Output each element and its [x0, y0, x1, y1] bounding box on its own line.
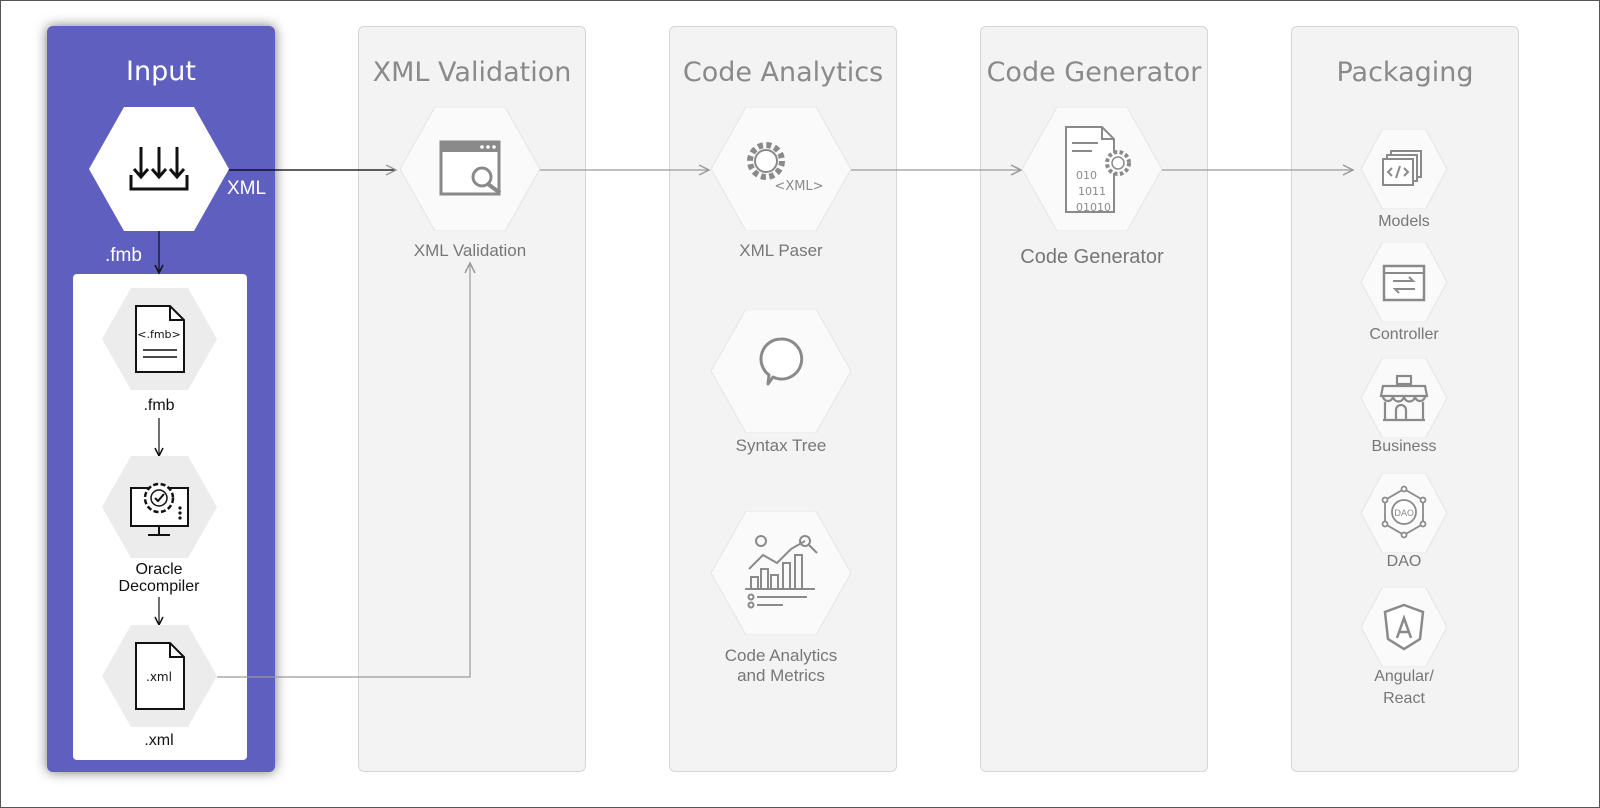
xml-file-icon-text: .xml: [146, 670, 172, 684]
metrics-label: Code Analytics and Metrics: [701, 646, 861, 686]
decompiler-node: [102, 456, 217, 563]
xml-label: .xml: [144, 732, 174, 749]
fmb-file-node: <.fmb>: [102, 288, 217, 395]
lane-title-code-analytics: Code Analytics: [682, 57, 884, 88]
dao-label: DAO: [1386, 553, 1422, 570]
models-label: Models: [1378, 213, 1430, 230]
angular-react-label: Angular/ React: [1344, 666, 1464, 710]
code-file-gear-icon: 010 1011 01010: [1021, 106, 1163, 232]
fmb-file-icon-text: <.fmb>: [137, 328, 181, 341]
business-node: [1360, 357, 1448, 443]
lane-title-xml-validation: XML Validation: [372, 57, 572, 88]
metrics-node: [710, 510, 852, 640]
binary-line1: 010: [1076, 169, 1097, 182]
decompiler-label-line1: Oracle: [135, 561, 183, 578]
monitor-gear-icon: [102, 456, 217, 558]
generator-node: 010 1011 01010: [1021, 106, 1163, 236]
xml-file-icon: .xml: [102, 625, 217, 727]
lane-title-code-generator: Code Generator: [986, 57, 1202, 88]
analytics-chart-icon: [710, 510, 852, 636]
angular-label-line1: Angular/: [1374, 668, 1434, 685]
speech-bubble-icon: [710, 308, 852, 434]
edge-label-fmb: .fmb: [105, 245, 142, 266]
metrics-label-line1: Code Analytics: [724, 646, 838, 665]
download-icon: [89, 107, 229, 231]
syntax-tree-label: Syntax Tree: [735, 436, 827, 455]
decompiler-label-line2: Decompiler: [118, 578, 200, 595]
binary-line2: 1011: [1078, 185, 1106, 198]
dao-icon-text: DAO: [1394, 509, 1414, 519]
edge-label-xml: XML: [227, 178, 267, 199]
angular-shield-icon: [1360, 586, 1448, 668]
generator-node-label: Code Generator: [1020, 246, 1164, 268]
angular-react-node: [1360, 586, 1448, 672]
code-windows-icon: [1360, 128, 1448, 210]
angular-label-line2: React: [1383, 690, 1425, 707]
fmb-label: .fmb: [143, 397, 175, 414]
window-search-icon: [399, 106, 541, 232]
parser-node: <XML>: [710, 106, 852, 236]
parser-node-label: XML Paser: [739, 241, 823, 260]
business-label: Business: [1371, 438, 1437, 455]
controller-node: [1360, 241, 1448, 327]
fmb-file-icon: <.fmb>: [102, 288, 217, 390]
dao-network-icon: DAO: [1360, 472, 1448, 554]
binary-line3: 01010: [1076, 201, 1111, 214]
validation-node-label: XML Validation: [413, 241, 527, 260]
parser-icon-text: <XML>: [774, 179, 823, 194]
validation-node: [399, 106, 541, 236]
store-icon: [1360, 357, 1448, 439]
metrics-label-line2: and Metrics: [737, 666, 825, 685]
decompiler-label: Oracle Decompiler: [99, 561, 219, 595]
lane-title-input: Input: [126, 56, 196, 87]
swap-window-icon: [1360, 241, 1448, 323]
input-download-node: [89, 107, 229, 236]
models-node: [1360, 128, 1448, 214]
xml-file-node: .xml: [102, 625, 217, 732]
syntax-tree-node: [710, 308, 852, 438]
controller-label: Controller: [1369, 326, 1439, 343]
dao-node: DAO: [1360, 472, 1448, 558]
gear-xml-icon: <XML>: [710, 106, 852, 232]
lane-title-packaging: Packaging: [1336, 57, 1474, 88]
